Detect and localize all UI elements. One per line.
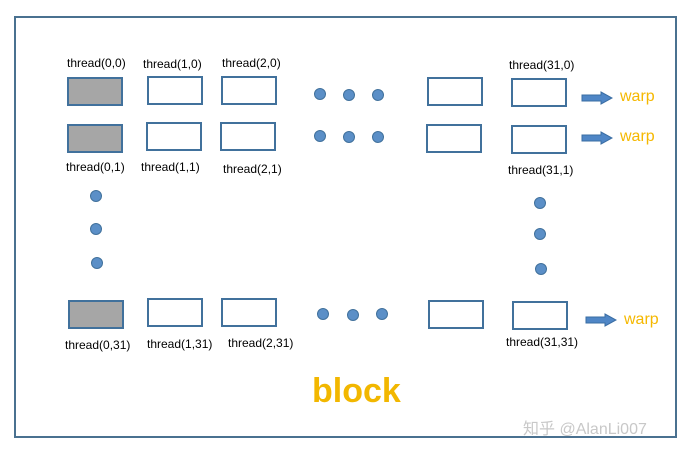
ellipsis-dot (90, 223, 102, 235)
block-frame (14, 16, 677, 438)
ellipsis-dot (372, 89, 384, 101)
thread-cell-30-31 (428, 300, 484, 329)
thread-cell-30-0 (427, 77, 483, 106)
thread-label-2-31: thread(2,31) (228, 336, 294, 350)
ellipsis-dot (314, 130, 326, 142)
thread-cell-1-0 (147, 76, 203, 105)
ellipsis-dot (372, 131, 384, 143)
ellipsis-dot (317, 308, 329, 320)
thread-cell-31-31 (512, 301, 568, 330)
thread-label-2-0: thread(2,0) (222, 56, 281, 70)
arrow-right-icon (585, 313, 617, 327)
ellipsis-dot (91, 257, 103, 269)
thread-label-1-31: thread(1,31) (147, 337, 213, 351)
arrow-right-icon (581, 91, 613, 105)
warp-label-row0: warp (620, 88, 655, 105)
ellipsis-dot (534, 228, 546, 240)
thread-cell-31-1 (511, 125, 567, 154)
thread-label-0-1: thread(0,1) (66, 160, 125, 174)
warp-label-row1: warp (620, 128, 655, 145)
thread-cell-0-31 (68, 300, 124, 329)
ellipsis-dot (343, 89, 355, 101)
thread-label-31-1: thread(31,1) (508, 163, 574, 177)
thread-cell-2-1 (220, 122, 276, 151)
block-title: block (312, 372, 401, 410)
thread-label-31-31: thread(31,31) (506, 335, 579, 349)
watermark: 知乎 @AlanLi007 (523, 421, 647, 438)
thread-label-1-1: thread(1,1) (141, 160, 200, 174)
thread-label-0-31: thread(0,31) (65, 338, 131, 352)
thread-cell-2-31 (221, 298, 277, 327)
thread-cell-31-0 (511, 78, 567, 107)
arrow-right-icon (581, 131, 613, 145)
warp-label-row31: warp (624, 311, 659, 328)
thread-cell-30-1 (426, 124, 482, 153)
thread-cell-1-1 (146, 122, 202, 151)
ellipsis-dot (376, 308, 388, 320)
thread-cell-2-0 (221, 76, 277, 105)
ellipsis-dot (90, 190, 102, 202)
thread-cell-0-1 (67, 124, 123, 153)
thread-label-0-0: thread(0,0) (67, 56, 126, 70)
thread-cell-0-0 (67, 77, 123, 106)
thread-label-31-0: thread(31,0) (509, 58, 575, 72)
ellipsis-dot (535, 263, 547, 275)
thread-cell-1-31 (147, 298, 203, 327)
ellipsis-dot (347, 309, 359, 321)
ellipsis-dot (534, 197, 546, 209)
thread-label-1-0: thread(1,0) (143, 57, 202, 71)
ellipsis-dot (314, 88, 326, 100)
thread-label-2-1: thread(2,1) (223, 162, 282, 176)
ellipsis-dot (343, 131, 355, 143)
